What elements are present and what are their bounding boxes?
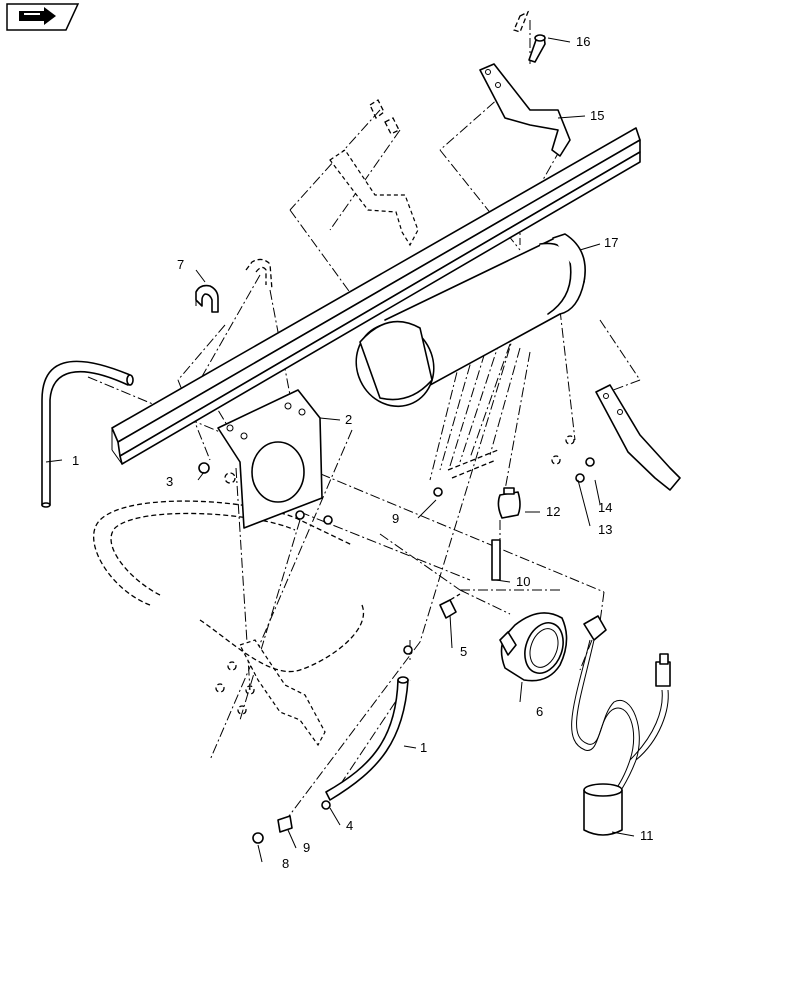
bracket-right-lower[interactable] (595, 384, 681, 491)
callout-17: 17 (604, 235, 618, 250)
callout-6: 6 (536, 704, 543, 719)
arrow-page-icon[interactable] (6, 3, 80, 31)
u-bolt[interactable] (195, 284, 219, 313)
callout-15: 15 (590, 108, 604, 123)
callout-9-lower: 9 (303, 840, 310, 855)
callout-10: 10 (516, 574, 530, 589)
ghost-bracket-lower (215, 639, 326, 747)
hose-left[interactable] (41, 360, 134, 508)
c-channel-beam (111, 127, 641, 465)
bolt-ghost (513, 10, 530, 33)
u-bolt-ghost (245, 258, 273, 291)
leader-lines (45, 37, 635, 863)
mounting-plate[interactable] (217, 389, 323, 529)
callout-7: 7 (177, 257, 184, 272)
meter-housing[interactable] (499, 612, 570, 682)
callout-labels: 16 15 17 7 2 1 3 9 12 14 13 10 5 6 1 4 1… (72, 34, 654, 871)
ghost-bracket-upper (329, 99, 419, 247)
bolt[interactable] (528, 34, 546, 63)
callout-12: 12 (546, 504, 560, 519)
callout-4: 4 (346, 818, 353, 833)
tube-piece[interactable] (491, 539, 501, 581)
wire-harness[interactable] (571, 615, 671, 836)
hose-lower[interactable] (325, 676, 409, 801)
callout-2: 2 (345, 412, 352, 427)
ghost-hose (93, 500, 365, 673)
callout-8: 8 (282, 856, 289, 871)
callout-14: 14 (598, 500, 612, 515)
callout-13: 13 (598, 522, 612, 537)
callout-11: 11 (640, 828, 654, 843)
callout-5: 5 (460, 644, 467, 659)
callout-16: 16 (576, 34, 590, 49)
bracket-right-upper[interactable] (479, 63, 571, 157)
callout-9-upper: 9 (392, 511, 399, 526)
cylinder-tube (355, 233, 586, 408)
callout-1-lower: 1 (420, 740, 427, 755)
pressure-sensor[interactable] (497, 487, 521, 519)
fittings (198, 435, 595, 844)
callout-3: 3 (166, 474, 173, 489)
callout-1-upper: 1 (72, 453, 79, 468)
